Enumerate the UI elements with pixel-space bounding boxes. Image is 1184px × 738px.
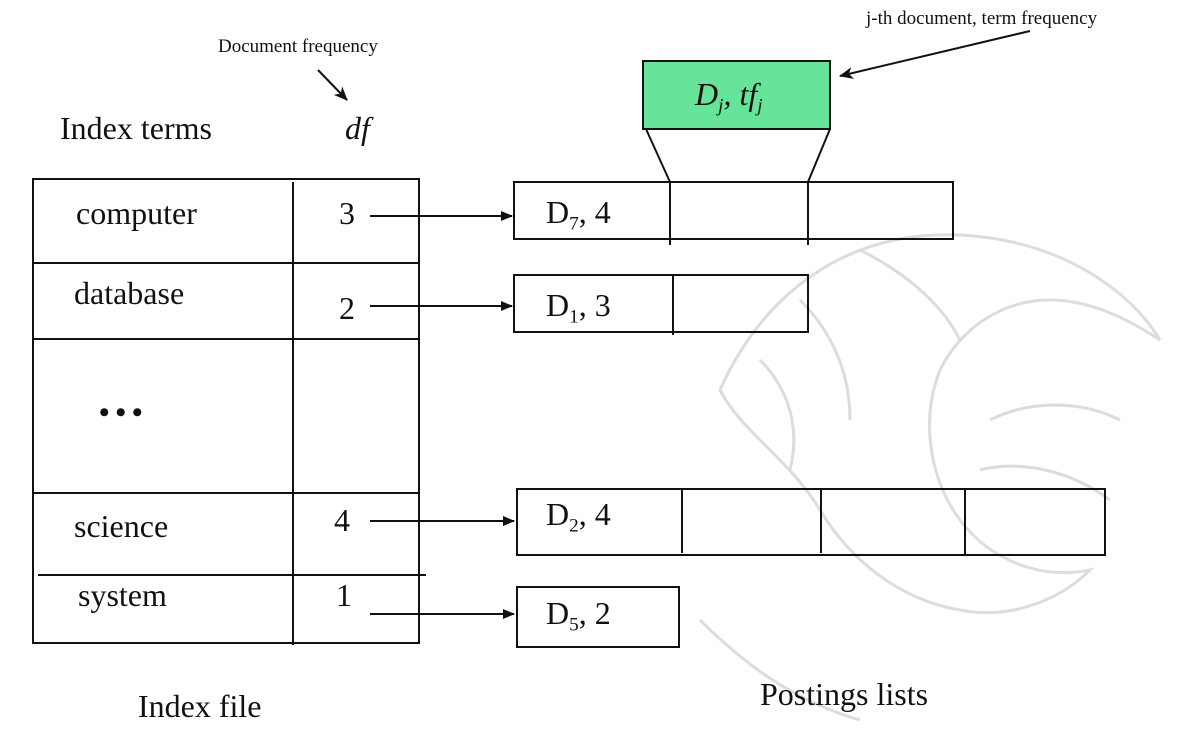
ellipsis: ••• <box>99 396 149 429</box>
postings-lists-label: Postings lists <box>760 676 929 712</box>
posting-computer: D7, 4 <box>546 194 611 235</box>
index-table <box>32 178 426 645</box>
term-science: science <box>74 508 169 544</box>
df-system: 1 <box>336 577 352 613</box>
document-frequency-label: Document frequency <box>218 36 378 57</box>
posting-tag: Dj, tfj <box>695 76 763 117</box>
jth-document-label: j-th document, term frequency <box>866 8 1098 29</box>
df-database: 2 <box>339 290 355 326</box>
term-computer: computer <box>76 195 197 231</box>
posting-system: D5, 2 <box>546 595 611 636</box>
watermark <box>698 233 1162 722</box>
df-science: 4 <box>334 502 350 538</box>
term-database: database <box>74 275 185 311</box>
posting-boxes <box>513 181 1106 648</box>
term-system: system <box>78 577 167 613</box>
posting-science: D2, 4 <box>546 496 611 537</box>
df-label: df <box>345 110 370 146</box>
doc-frequency-arrow <box>317 69 348 101</box>
posting-database: D1, 3 <box>546 287 611 328</box>
jth-document-arrow <box>839 30 1031 79</box>
index-terms-header: Index terms <box>60 110 212 146</box>
index-file-label: Index file <box>138 688 262 724</box>
df-arrows <box>370 211 515 619</box>
df-computer: 3 <box>339 195 355 231</box>
posting-tag-box <box>642 60 831 130</box>
